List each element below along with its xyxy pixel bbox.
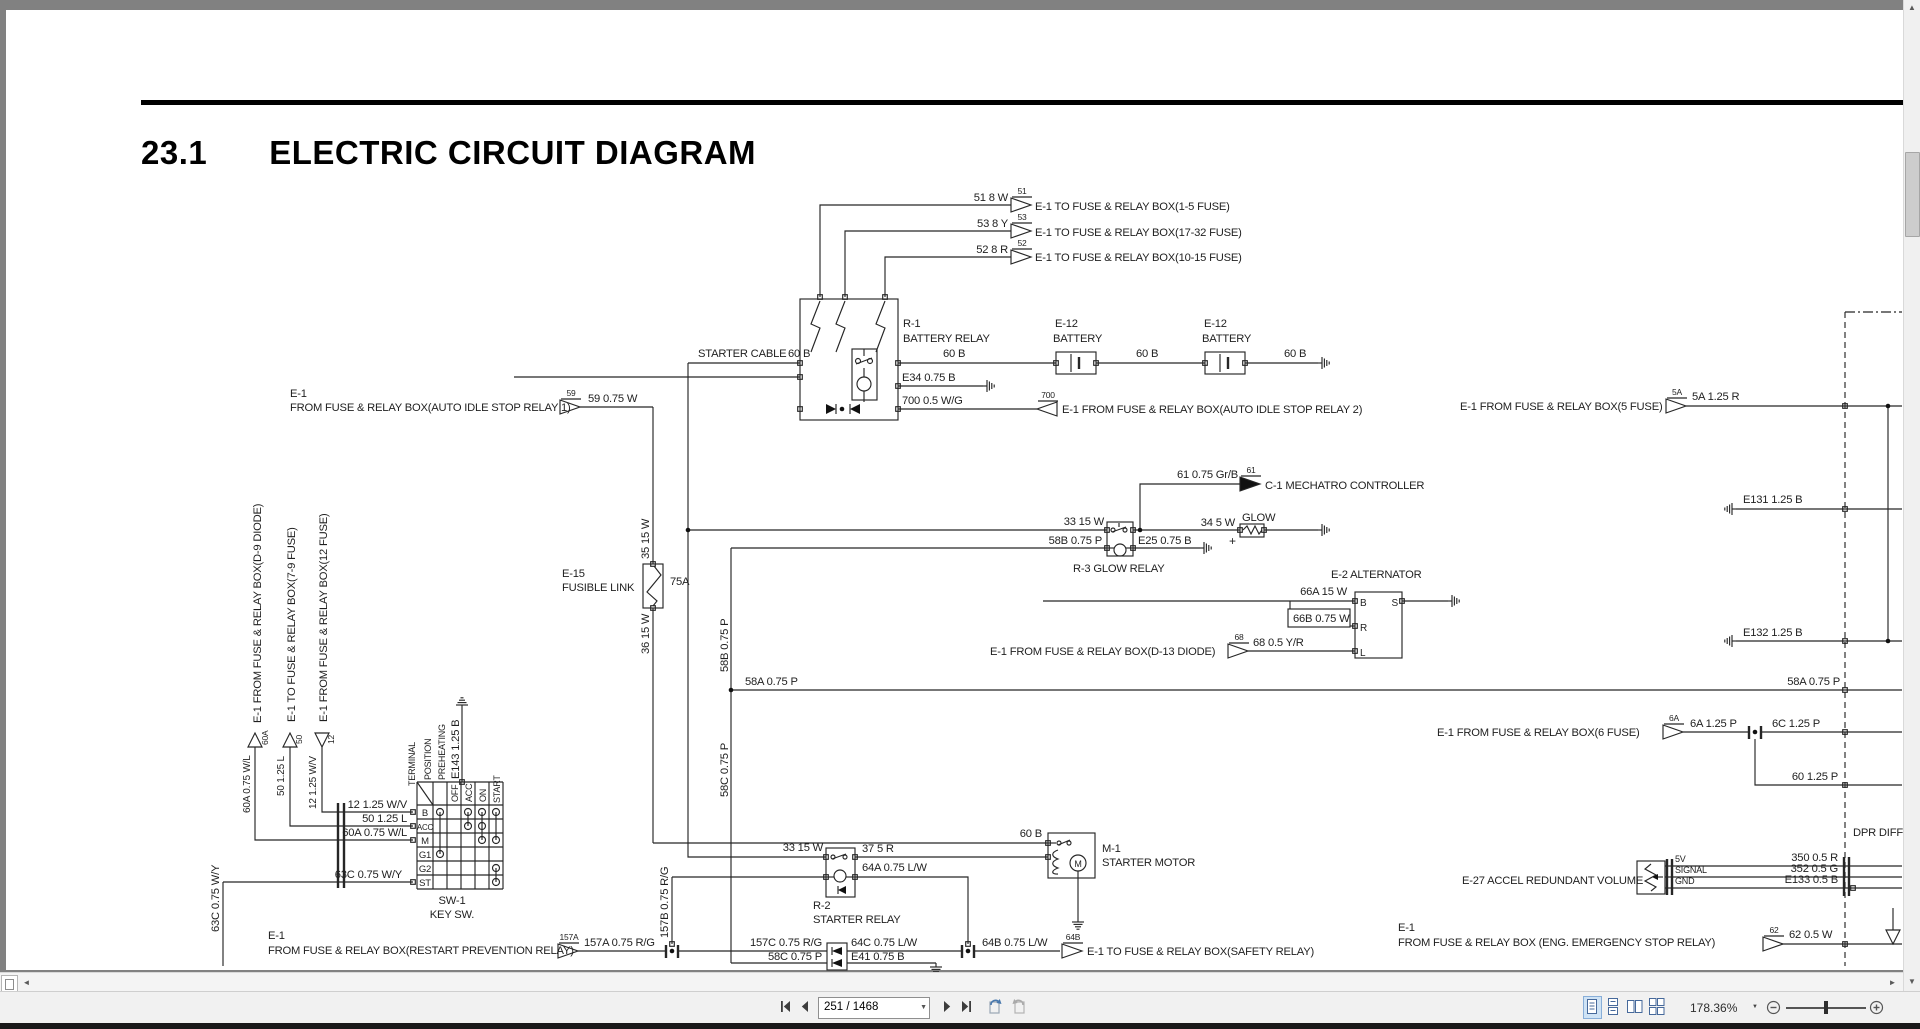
page-number-field[interactable]: ▼ [818, 997, 930, 1019]
section-heading: ELECTRIC CIRCUIT DIAGRAM [269, 134, 757, 171]
scroll-right-icon[interactable]: ► [1888, 978, 1897, 987]
next-page-button[interactable] [938, 997, 956, 1017]
zoom-dropdown-caret-icon[interactable]: ▼ [1752, 1004, 1758, 1010]
zoom-slider-handle[interactable] [1824, 1001, 1828, 1014]
zoom-level[interactable]: 178.36% [1690, 1001, 1738, 1015]
scroll-down-icon[interactable]: ▼ [1904, 974, 1920, 990]
section-title: 23.1 ELECTRIC CIRCUIT DIAGRAM [141, 134, 756, 172]
horizontal-scrollbar[interactable]: ◄ ► [0, 972, 1903, 993]
section-number: 23.1 [141, 134, 208, 171]
vertical-scrollbar-thumb[interactable] [1905, 152, 1920, 237]
previous-page-button[interactable] [796, 997, 814, 1017]
window-bottom-strip [0, 1023, 1920, 1029]
continuous-layout-button[interactable] [1605, 997, 1622, 1018]
zoom-in-button[interactable] [1869, 1000, 1884, 1015]
facing-pages-layout-button[interactable] [1626, 997, 1643, 1018]
page-number-input[interactable] [819, 998, 916, 1016]
zoom-out-button[interactable] [1766, 1000, 1781, 1015]
section-rule [141, 100, 1903, 105]
pdf-page: 23.1 ELECTRIC CIRCUIT DIAGRAM [6, 10, 1903, 970]
facing-continuous-layout-button[interactable] [1648, 997, 1665, 1018]
first-page-button[interactable] [777, 997, 795, 1017]
scroll-up-icon[interactable]: ▲ [1904, 0, 1920, 16]
status-toolbar: ▼ 178.36% ▼ [0, 991, 1920, 1024]
single-page-layout-button[interactable] [1583, 996, 1602, 1019]
scroll-left-icon[interactable]: ◄ [22, 978, 31, 987]
vertical-scrollbar[interactable]: ▲ ▼ [1903, 0, 1920, 991]
previous-view-button[interactable] [986, 997, 1004, 1017]
last-page-button[interactable] [957, 997, 975, 1017]
page-dropdown-caret-icon[interactable]: ▼ [920, 1004, 927, 1011]
next-view-button[interactable] [1010, 997, 1028, 1017]
